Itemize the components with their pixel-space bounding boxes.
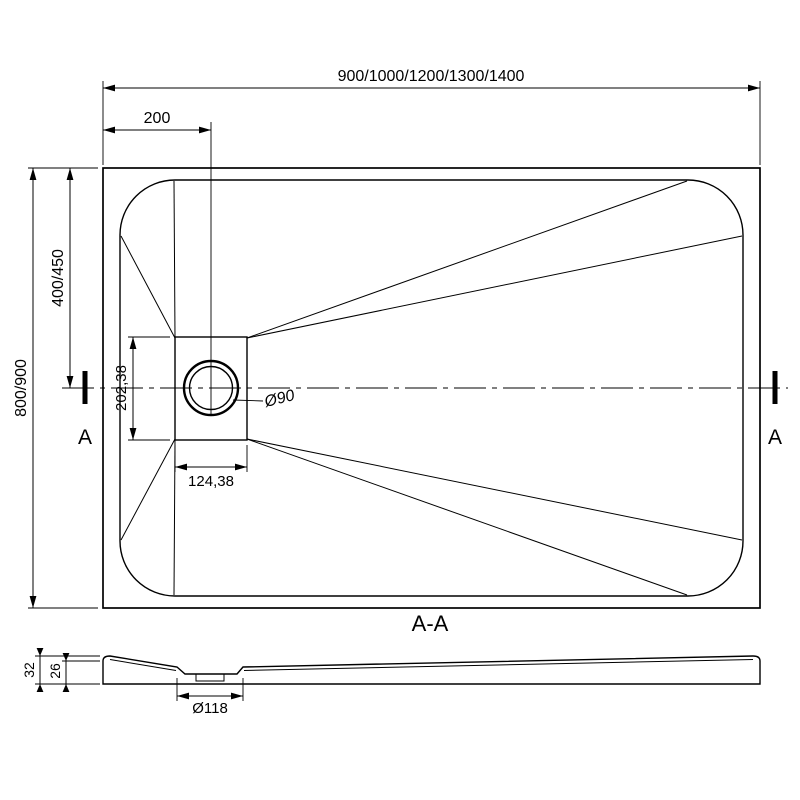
section-view: A-A 32 26 Ø118 [21, 611, 761, 717]
slope-line [246, 235, 743, 339]
dim-recess-diameter: Ø118 [176, 678, 244, 717]
drain-diameter-label: Ø90 [262, 387, 297, 411]
callout-drain-diameter: Ø90 [232, 387, 297, 411]
arrowhead [62, 684, 70, 692]
section-marker-label-left: A [78, 426, 92, 449]
recess-diameter-label: Ø118 [192, 700, 228, 717]
total-height-label: 32 [21, 662, 37, 678]
overall-width-label: 900/1000/1200/1300/1400 [338, 68, 525, 85]
drain-fitting [195, 674, 225, 682]
dim-drain-offset: 200 [103, 110, 211, 134]
drain-offset-label: 200 [144, 110, 171, 127]
arrowhead [36, 684, 44, 692]
dim-overall-depth: 800/900 [13, 167, 98, 609]
dim-drain-center-offset: 400/450 [50, 168, 74, 388]
slope-line [173, 180, 176, 339]
dim-total-height: 32 [21, 648, 100, 692]
dim-recess-width: 124,38 [174, 445, 248, 490]
section-title: A-A [412, 611, 449, 636]
arrowhead [36, 648, 44, 656]
dim-overall-width: 900/1000/1200/1300/1400 [102, 68, 761, 165]
slope-line [246, 438, 688, 596]
section-inner-surface-right [243, 659, 754, 671]
drain [174, 122, 248, 441]
arrowhead [62, 653, 70, 661]
section-marker-label-right: A [768, 426, 782, 449]
section-inner-surface-left [109, 659, 177, 671]
recess-width-label: 124,38 [188, 473, 234, 490]
slope-line [120, 438, 176, 541]
slope-line [246, 180, 688, 339]
slope-line [120, 235, 176, 339]
section-profile-outline [102, 655, 761, 685]
top-view: A A 900/1000/1200/1300/1400 200 800/900 … [13, 68, 788, 609]
inner-height-label: 26 [47, 663, 63, 679]
slope-line [246, 438, 743, 541]
recess-length-label: 202,38 [113, 365, 130, 411]
drain-center-offset-label: 400/450 [50, 249, 67, 307]
overall-depth-label: 800/900 [13, 359, 30, 417]
dim-inner-height: 26 [47, 653, 100, 692]
leader-line [232, 399, 264, 402]
dim-recess-length: 202,38 [113, 336, 170, 441]
section-cut-markers: A A [78, 371, 782, 449]
